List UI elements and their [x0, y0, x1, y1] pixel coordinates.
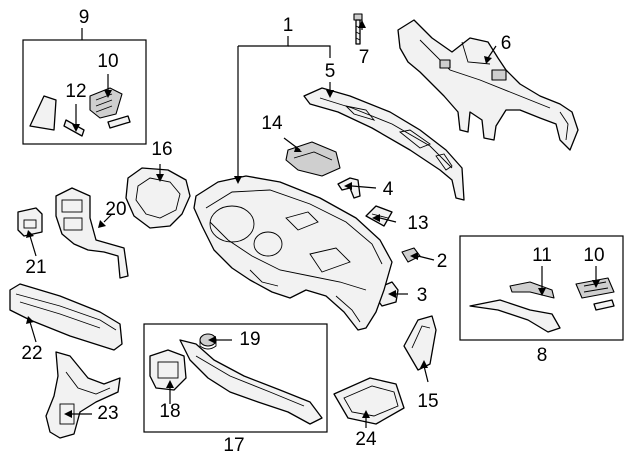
part-20-side-panel [55, 187, 129, 279]
callout-17: 17 [223, 435, 244, 456]
callout-14: 14 [261, 113, 283, 134]
part-24-tray [333, 377, 405, 425]
callout-19: 19 [239, 329, 260, 350]
part-17-duct [179, 339, 323, 425]
part-15-end-cap [403, 315, 437, 371]
callout-15: 15 [417, 391, 438, 412]
callout-24: 24 [355, 429, 377, 450]
callout-3: 3 [417, 285, 428, 306]
callout-1: 1 [283, 15, 294, 36]
callout-8: 8 [537, 345, 548, 366]
callout-20: 20 [105, 199, 126, 220]
leader-lines [29, 20, 597, 428]
part-23-console-trim [45, 351, 121, 439]
callout-10-right: 10 [583, 245, 604, 266]
part-11-garnish [509, 281, 555, 299]
callout-4: 4 [383, 179, 394, 200]
callout-12: 12 [65, 81, 86, 102]
part-14-cover [285, 141, 341, 177]
callout-18: 18 [159, 401, 180, 422]
callout-9: 9 [79, 7, 90, 28]
part-8-screw [593, 299, 615, 311]
callout-23: 23 [97, 403, 118, 424]
callout-2: 2 [437, 251, 448, 272]
part-group-9-pieces [29, 87, 131, 137]
part-9-trim [29, 95, 57, 131]
arrow-heads [26, 20, 600, 418]
part-8-trim-strip [469, 299, 561, 333]
callout-10-left: 10 [97, 51, 118, 72]
part-1-instrument-panel [193, 175, 393, 331]
callout-22: 22 [21, 343, 42, 364]
callout-11: 11 [532, 245, 552, 266]
callout-7: 7 [359, 47, 370, 68]
part-9-screw [107, 115, 131, 129]
callout-6: 6 [501, 33, 512, 54]
part-7-bolt [353, 13, 363, 45]
part-21-switch [17, 207, 43, 237]
part-16-cluster-housing [125, 167, 191, 229]
callout-16: 16 [151, 139, 172, 160]
part-18-switch-unit [149, 349, 187, 391]
part-22-lower-panel [9, 283, 123, 351]
part-10-vent-a [89, 87, 123, 119]
callout-5: 5 [325, 61, 336, 82]
group-box-8 [459, 235, 624, 341]
part-5-upper-pad [303, 87, 465, 201]
group-box-17 [143, 323, 328, 433]
group-box-9 [22, 39, 147, 145]
callout-21: 21 [25, 257, 46, 278]
callout-labels: 1 2 3 4 5 6 7 8 9 10 10 11 12 13 14 15 1… [21, 7, 604, 456]
callout-13: 13 [407, 213, 428, 234]
part-6-cross-beam [397, 19, 579, 151]
